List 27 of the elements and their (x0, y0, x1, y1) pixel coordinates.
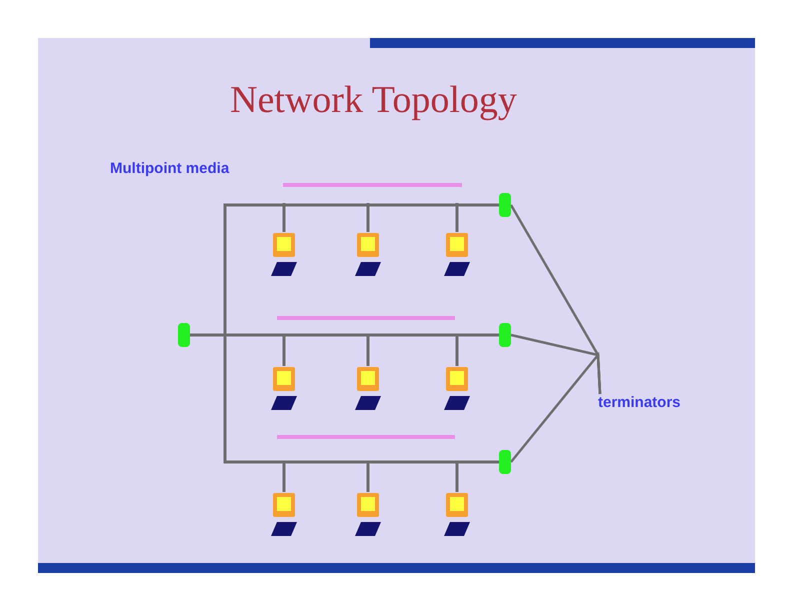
cable-line (456, 335, 458, 366)
computer-icon (271, 366, 297, 412)
caption-text: Multipoint media (110, 160, 230, 177)
computer-icon (444, 232, 470, 278)
cable-line (456, 203, 458, 232)
terminator-block (178, 323, 190, 347)
cable-line (456, 462, 458, 492)
computer-icon (444, 366, 470, 412)
computer-icon (355, 366, 381, 412)
cable-line (282, 335, 286, 366)
cable-line (282, 203, 286, 232)
cable-line (190, 334, 499, 464)
terminator-block (499, 193, 511, 217)
computer-icon (444, 492, 470, 538)
computer-icon (271, 492, 297, 538)
computer-icon (355, 232, 381, 278)
cable-line (282, 462, 286, 492)
cable-line (366, 462, 370, 492)
computer-icon (355, 492, 381, 538)
terminator-block (499, 323, 511, 347)
computer-icon (271, 232, 297, 278)
leader-line (510, 352, 602, 463)
cable-line (366, 335, 370, 366)
slide-title: Network Topology (230, 78, 517, 122)
cable-line (366, 203, 370, 232)
callout-text: terminators (598, 394, 728, 416)
terminator-block (499, 450, 511, 474)
